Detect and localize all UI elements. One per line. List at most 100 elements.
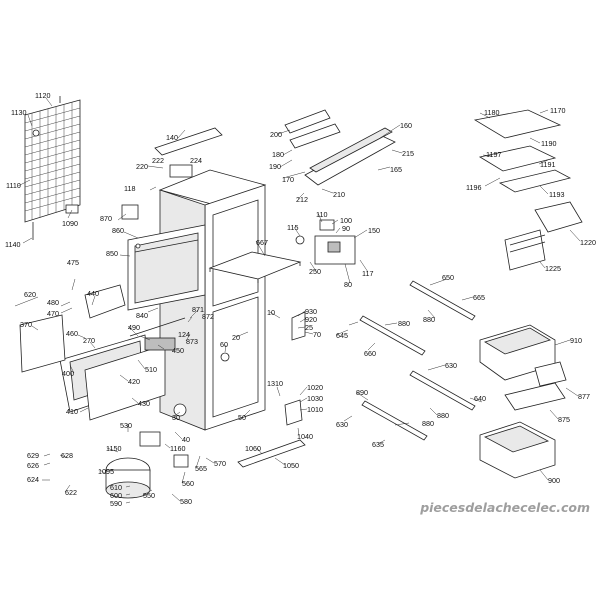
label-920: 920: [305, 315, 317, 324]
leader-lines: [14, 97, 581, 504]
label-875: 875: [558, 415, 570, 424]
label-1130: 1130: [11, 108, 26, 117]
label-1150: 1150: [106, 444, 121, 453]
label-1030: 1030: [307, 394, 323, 403]
label-900: 900: [548, 476, 560, 485]
label-50: 50: [238, 413, 246, 422]
label-1090: 1090: [62, 219, 78, 228]
label-1140: 1140: [5, 240, 20, 249]
label-1310: 1310: [267, 379, 283, 388]
condenser: [24, 96, 81, 240]
label-629: 629: [27, 451, 39, 460]
compressor: [105, 431, 189, 499]
label-440: 440: [87, 289, 99, 298]
label-660: 660: [364, 349, 376, 358]
label-480: 480: [47, 298, 59, 307]
label-628: 628: [61, 451, 73, 460]
label-10: 10: [267, 308, 275, 317]
label-600: 600: [110, 491, 122, 500]
label-1060: 1060: [245, 444, 261, 453]
label-212: 212: [296, 195, 308, 204]
label-873: 873: [186, 337, 198, 346]
label-190: 190: [269, 162, 281, 171]
label-475: 475: [67, 258, 79, 267]
label-565: 565: [195, 464, 207, 473]
label-1020: 1020: [307, 383, 323, 392]
label-1010: 1010: [307, 405, 323, 414]
label-140: 140: [166, 133, 178, 142]
label-250: 250: [309, 267, 321, 276]
watermark-text: piecesdelachecelec.com: [419, 500, 590, 515]
label-160: 160: [400, 121, 412, 130]
label-624: 624: [27, 475, 39, 484]
label-630a: 630: [445, 361, 457, 370]
label-100: 100: [340, 216, 352, 225]
label-40: 40: [182, 435, 190, 444]
label-510: 510: [145, 365, 157, 374]
door: [127, 224, 206, 311]
label-840: 840: [136, 311, 148, 320]
label-880a: 880: [423, 315, 435, 324]
label-1191: 1191: [540, 160, 555, 169]
label-224: 224: [190, 156, 202, 165]
label-645: 645: [336, 331, 348, 340]
label-930: 930: [305, 307, 317, 316]
label-25: 25: [305, 323, 313, 332]
label-890: 890: [356, 388, 368, 397]
label-630b: 630: [336, 420, 348, 429]
label-1193: 1193: [549, 190, 564, 199]
label-626: 626: [27, 461, 39, 470]
label-222: 222: [152, 156, 164, 165]
label-590: 590: [110, 499, 122, 508]
label-635: 635: [372, 440, 384, 449]
label-210: 210: [333, 190, 345, 199]
rails-and-drawers: [359, 280, 567, 479]
label-622: 622: [65, 488, 77, 497]
label-80: 80: [344, 280, 352, 289]
label-115: 115: [287, 223, 298, 232]
label-530: 530: [120, 421, 132, 430]
label-30: 30: [172, 413, 180, 422]
label-90: 90: [342, 224, 350, 233]
label-490: 490: [128, 323, 140, 332]
label-872: 872: [202, 312, 214, 321]
label-1120: 1120: [35, 91, 50, 100]
label-880c: 880: [437, 411, 449, 420]
part-labels: 1120 1130 1110 1090 1140 140 220 222 224…: [5, 91, 596, 508]
label-110: 110: [316, 210, 327, 219]
label-620: 620: [24, 290, 36, 299]
glass-shelves: [473, 109, 583, 271]
label-180: 180: [272, 150, 284, 159]
label-1220: 1220: [580, 238, 596, 247]
label-570: 570: [214, 459, 226, 468]
label-410: 410: [66, 407, 78, 416]
label-850: 850: [106, 249, 118, 258]
label-200: 200: [270, 130, 282, 139]
label-270: 270: [83, 336, 95, 345]
label-1095: 1095: [98, 467, 114, 476]
label-580: 580: [180, 497, 192, 506]
label-1190: 1190: [541, 139, 556, 148]
label-460: 460: [66, 329, 78, 338]
label-170: 170: [282, 175, 294, 184]
control-panel: [154, 109, 396, 265]
label-118: 118: [124, 184, 135, 193]
label-450: 450: [172, 346, 184, 355]
label-150: 150: [368, 226, 380, 235]
label-610: 610: [110, 483, 122, 492]
label-165: 165: [390, 165, 402, 174]
label-560: 560: [182, 479, 194, 488]
label-1170: 1170: [550, 106, 565, 115]
label-1196: 1196: [466, 183, 481, 192]
base-parts: [19, 164, 306, 468]
label-430: 430: [138, 399, 150, 408]
label-1110: 1110: [6, 181, 21, 190]
label-1050: 1050: [283, 461, 299, 470]
label-877: 877: [578, 392, 590, 401]
label-117: 117: [362, 269, 373, 278]
label-470: 470: [47, 309, 59, 318]
label-1225: 1225: [545, 264, 561, 273]
label-420: 420: [128, 377, 140, 386]
